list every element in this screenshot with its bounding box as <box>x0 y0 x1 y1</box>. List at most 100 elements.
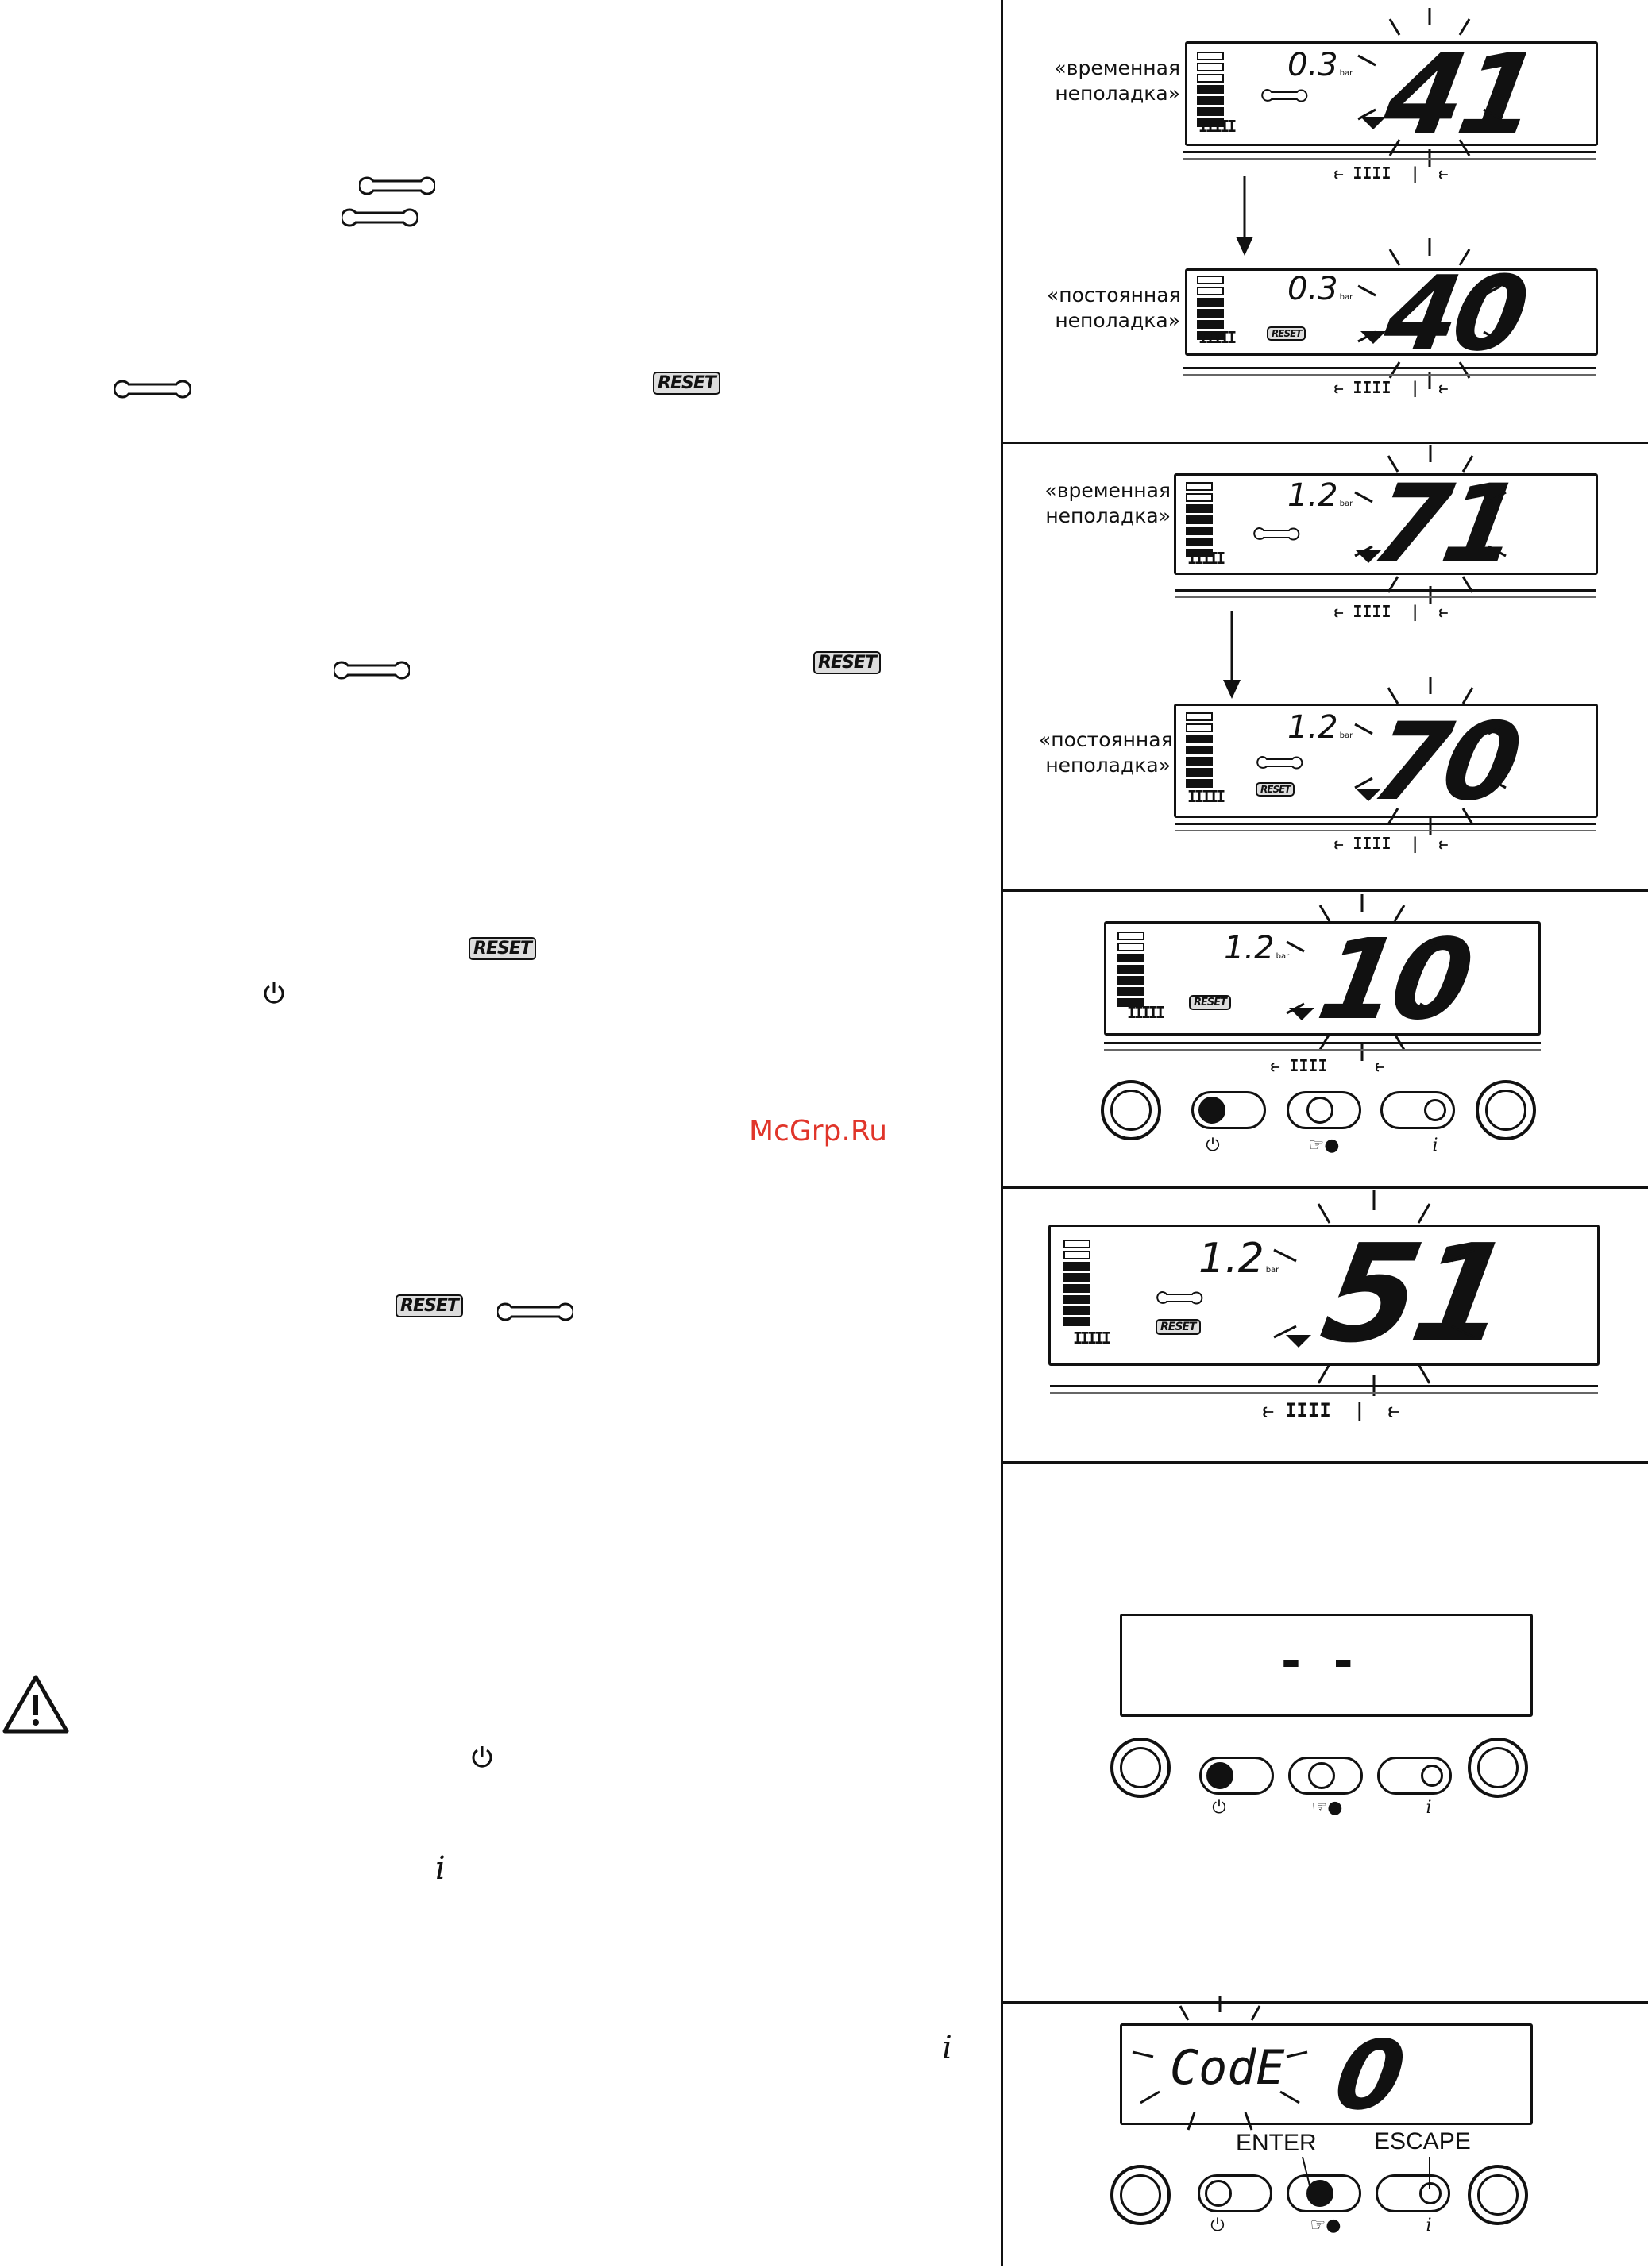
escape-button[interactable] <box>1376 2174 1450 2212</box>
blink-rays <box>1273 1190 1475 1396</box>
indicator-arrow <box>1356 550 1381 563</box>
power-button-label: ⏻ <box>1210 2216 1225 2235</box>
info-button[interactable] <box>1380 1091 1455 1129</box>
wrench-icon <box>497 1302 573 1321</box>
right-knob[interactable] <box>1476 1080 1536 1140</box>
left-knob[interactable] <box>1110 1738 1171 1798</box>
lcd-display: - - <box>1120 1614 1533 1717</box>
fault-label-temporary: «временная неполадка» <box>1044 479 1171 527</box>
right-knob[interactable] <box>1468 1738 1528 1798</box>
left-knob[interactable] <box>1110 2165 1171 2225</box>
fault-label-permanent: «постоянная неполадка» <box>1039 728 1173 777</box>
blank-display: - - <box>1281 1634 1361 1689</box>
pressure-bar <box>1186 712 1213 790</box>
wrench-icon <box>342 208 418 227</box>
reset-icon: RESET <box>469 937 536 960</box>
indicator-arrow <box>1360 331 1386 344</box>
pressure-bar <box>1197 276 1224 342</box>
display-bezel <box>1175 823 1596 831</box>
enter-button[interactable] <box>1287 2174 1361 2212</box>
mode-icons: ⥼ IIII | ⥼ <box>1334 378 1448 397</box>
fault-label-temporary: «временная неполадка» <box>1054 56 1180 105</box>
wrench-icon <box>1256 756 1303 770</box>
pressure-bar <box>1117 932 1144 1009</box>
watermark: McGrp.Ru <box>749 1115 888 1148</box>
power-icon <box>264 982 284 1004</box>
display-bezel <box>1183 367 1596 376</box>
wrench-icon <box>1253 527 1300 541</box>
indicator-arrow <box>1286 1335 1311 1348</box>
lcd-display: CodE 0 <box>1120 2021 1533 2131</box>
pressure-bar <box>1197 52 1224 129</box>
left-knob[interactable] <box>1101 1080 1161 1140</box>
panel-4 <box>1002 1186 1648 1464</box>
blink-rays <box>1354 677 1507 835</box>
power-button[interactable] <box>1198 2174 1272 2212</box>
arrow-down <box>1223 611 1241 699</box>
wrench-icon <box>114 380 191 399</box>
indicator-arrow <box>1360 117 1386 129</box>
reset-icon: RESET <box>396 1294 463 1317</box>
info-button[interactable] <box>1377 1757 1452 1795</box>
panel-2 <box>1002 442 1648 892</box>
display-bezel <box>1050 1385 1598 1394</box>
reset-icon: RESET <box>1156 1319 1201 1335</box>
mode-icons: ⥼ IIII | ⥼ <box>1334 834 1448 853</box>
display-bezel <box>1104 1042 1541 1051</box>
panel-6 <box>1002 2001 1648 2268</box>
fault-label-permanent: «постоянная неполадка» <box>1047 284 1181 332</box>
power-button[interactable] <box>1199 1757 1274 1795</box>
wrench-icon <box>1156 1291 1203 1305</box>
escape-label: ESCAPE <box>1374 2128 1471 2154</box>
mode-button-label: ☞● <box>1308 1136 1340 1155</box>
display-bezel <box>1175 589 1596 598</box>
mode-button[interactable] <box>1288 1757 1363 1795</box>
pressure-bar <box>1186 482 1213 560</box>
info-button-label: i <box>1426 1798 1432 1818</box>
mode-icons: ⥼ IIII | ⥼ <box>1263 1399 1399 1421</box>
wrench-icon <box>334 661 410 680</box>
pressure-bar <box>1063 1240 1090 1329</box>
indicator-arrow <box>1356 789 1381 801</box>
mode-icons: ⥼ IIII ⥼ <box>1271 1056 1384 1075</box>
reset-icon: RESET <box>1267 326 1306 341</box>
info-icon: i <box>942 2030 952 2066</box>
blink-rays <box>1286 894 1438 1061</box>
mode-button-label: ☞● <box>1311 1798 1343 1818</box>
enter-label: ENTER <box>1236 2130 1317 2156</box>
power-icon <box>472 1746 492 1768</box>
indicator-arrow <box>1289 1008 1314 1020</box>
arrow-down <box>1236 176 1253 256</box>
mode-icons: ⥼ IIII | ⥼ <box>1334 164 1448 183</box>
reset-icon: RESET <box>653 372 720 395</box>
blink-rays <box>1132 1996 1308 2131</box>
column-divider <box>1001 0 1003 2266</box>
power-button[interactable] <box>1191 1091 1266 1129</box>
mode-button-label: ☞● <box>1310 2216 1341 2235</box>
wrench-icon <box>359 176 435 195</box>
power-button-label: ⏻ <box>1212 1798 1226 1818</box>
blink-rays <box>1357 238 1502 389</box>
wrench-icon <box>1261 89 1308 102</box>
info-button-label: i <box>1432 1136 1438 1155</box>
code-label: CodE <box>1170 2040 1285 2096</box>
radiator-icon: IIIII <box>1187 549 1225 568</box>
radiator-icon: IIIII <box>1198 117 1237 136</box>
radiator-icon: IIIII <box>1127 1003 1165 1022</box>
display-bezel <box>1183 151 1596 160</box>
reset-icon: RESET <box>813 651 881 674</box>
right-knob[interactable] <box>1468 2165 1528 2225</box>
info-button-label: i <box>1426 2216 1432 2235</box>
mode-button[interactable] <box>1287 1091 1361 1129</box>
reset-icon: RESET <box>1256 782 1295 796</box>
